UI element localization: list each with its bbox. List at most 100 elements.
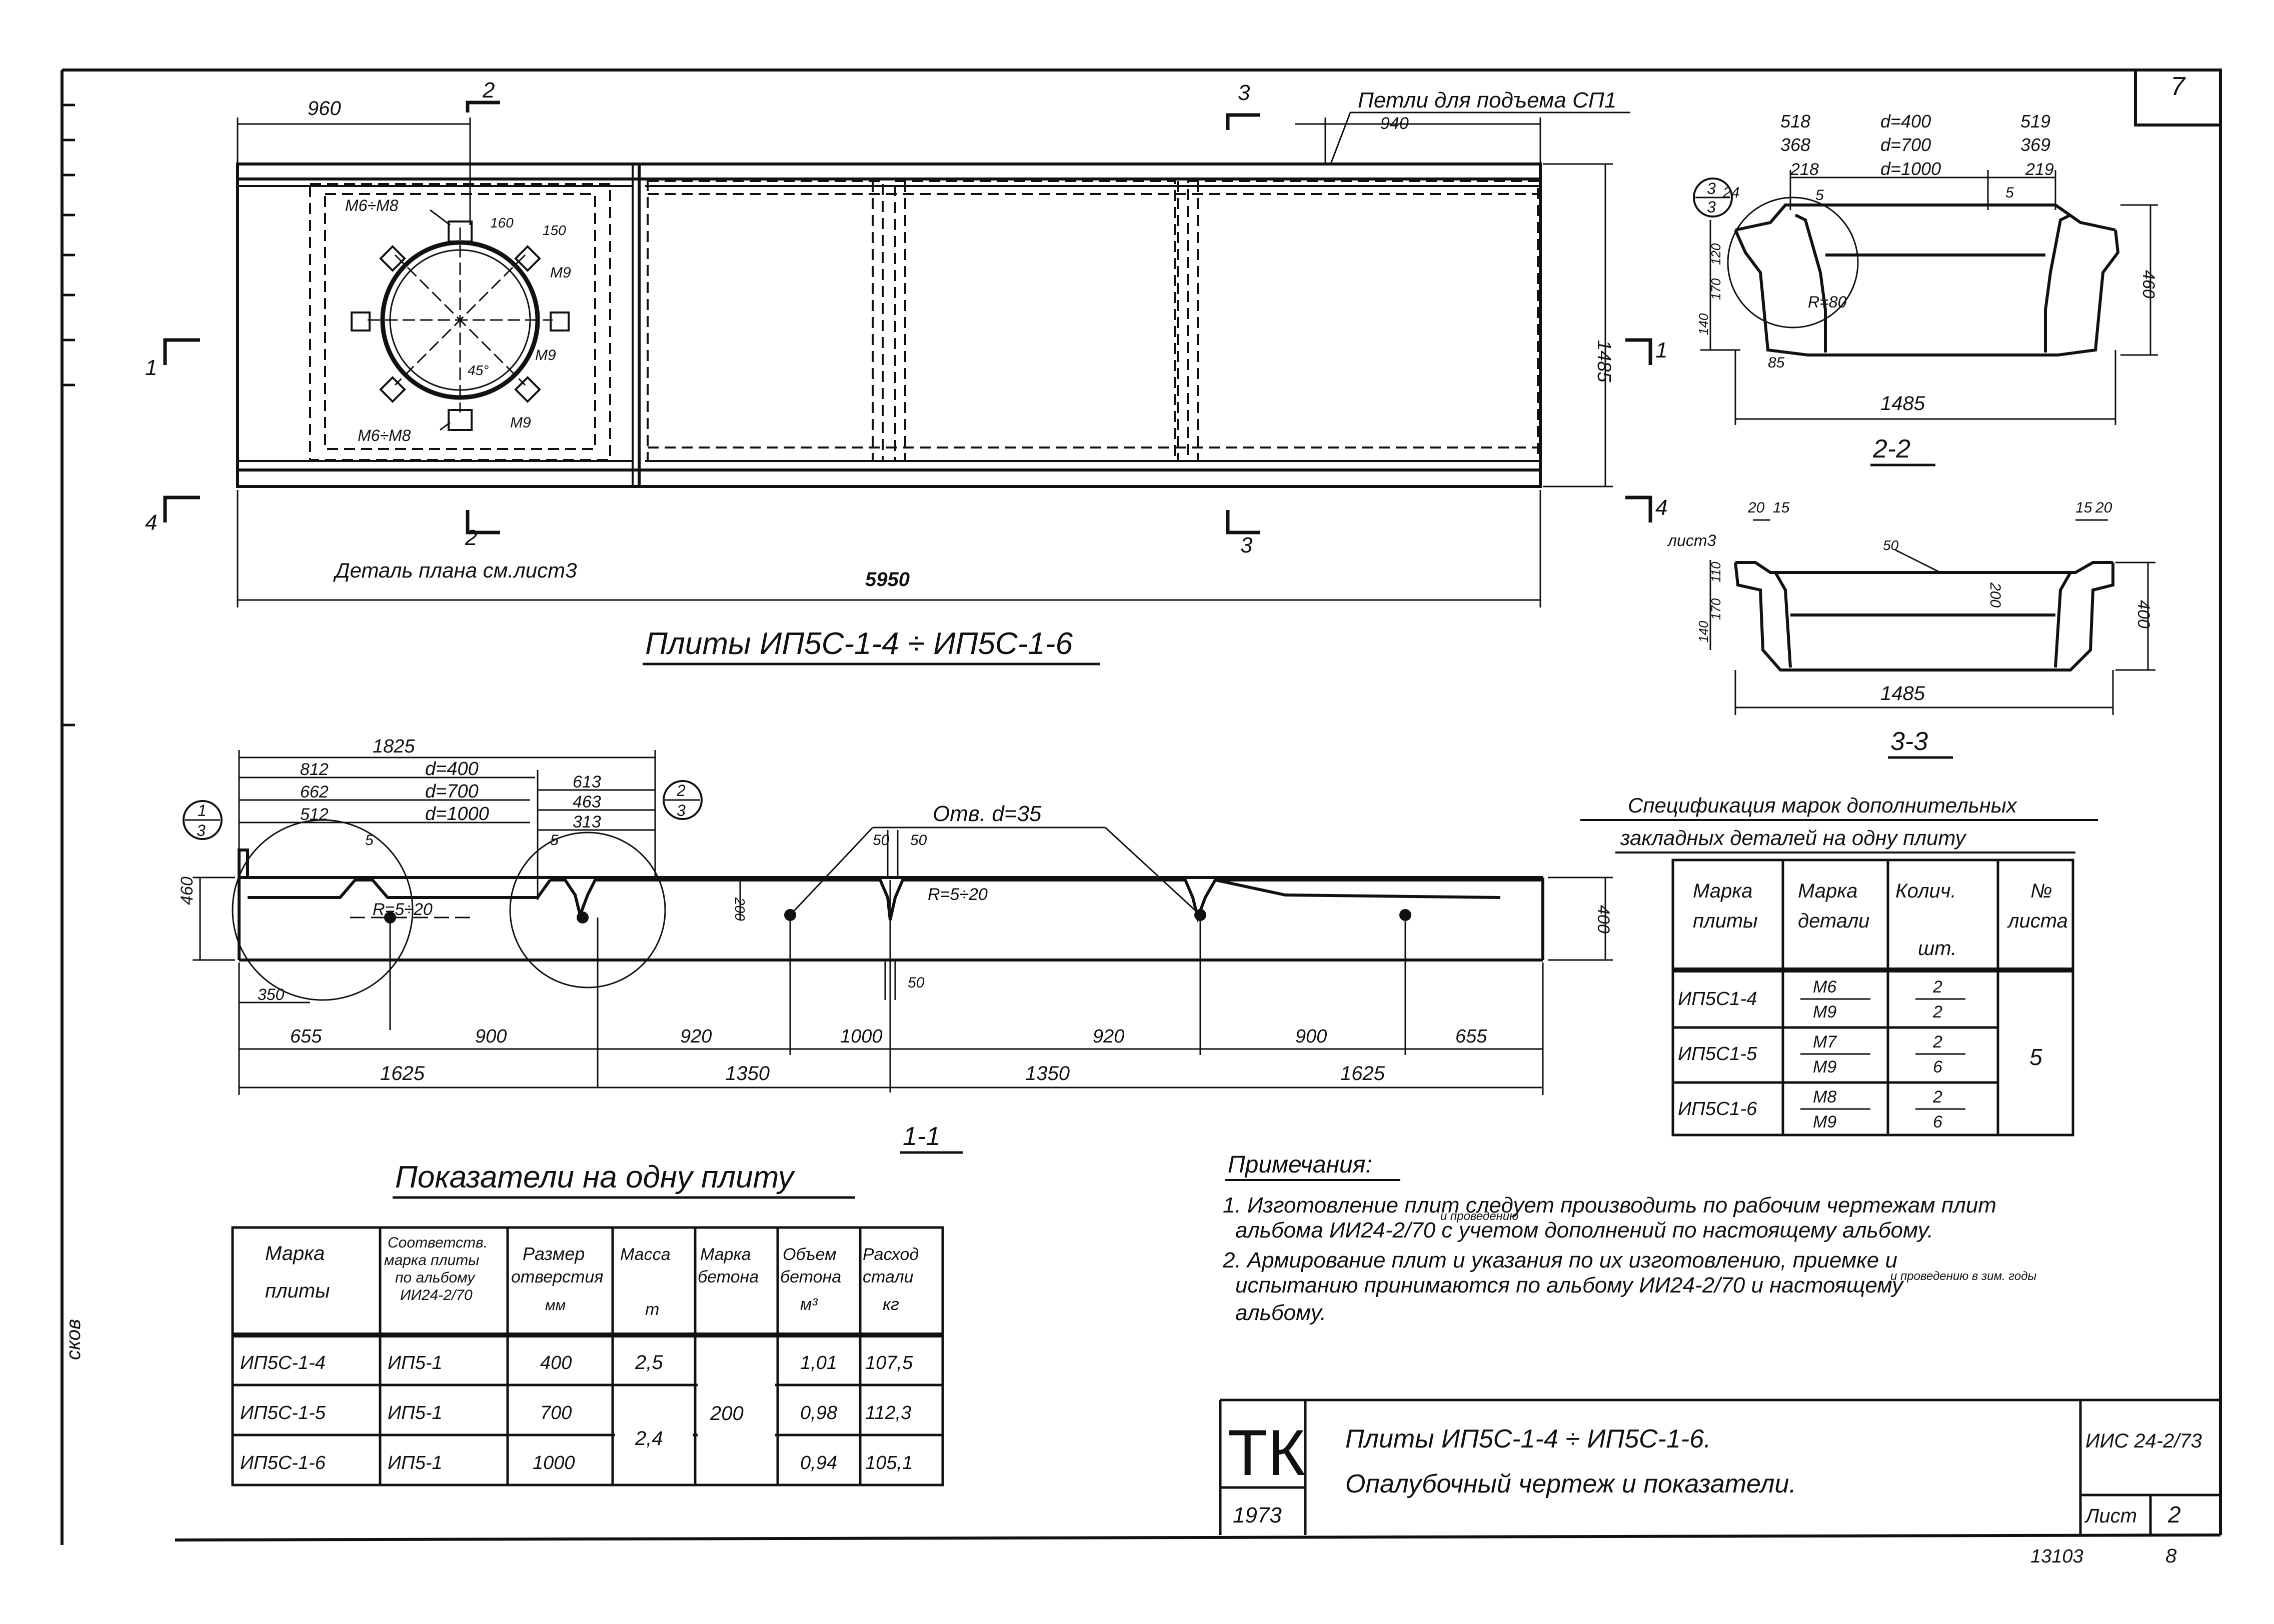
d1-1350a: 1350 [725, 1062, 770, 1084]
spec-row-2-part-b: М9 [1813, 1058, 1836, 1076]
d2-v120: 120 [1708, 243, 1723, 265]
bottom-code: 13103 [2030, 1546, 2083, 1567]
d1-d400: d=400 [425, 758, 479, 780]
note-line-2: альбома ИИ24-2/70 с учетом дополнений по… [1235, 1218, 1933, 1242]
ind-h7a: Расход [863, 1245, 919, 1264]
callout-1-3 [183, 800, 223, 840]
ind-h3b: отверстия [511, 1268, 603, 1286]
d1-d700: d=700 [425, 781, 479, 802]
d1-1825: 1825 [373, 736, 415, 757]
label-m6-m8-bottom: М6÷М8 [358, 426, 411, 444]
section-3-3: 20 15 15 20 50 200 400 1485 110 170 140 … [1667, 500, 2155, 759]
notes-title: Примечания: [1228, 1152, 1372, 1178]
ind-h5a: Марка [700, 1245, 751, 1264]
spec-row-1-part-a: М6 [1813, 978, 1836, 996]
ind-h3a: Размер [523, 1244, 585, 1264]
callout-1-3-bottom: 3 [197, 822, 206, 840]
spec-h-sheet: листа [2007, 910, 2068, 932]
ind-h5b: бетона [698, 1268, 759, 1286]
ind-row-2-steel: 112,3 [865, 1402, 911, 1424]
d1-h460: 460 [178, 876, 197, 905]
ind-h2d: ИИ24-2/70 [400, 1287, 473, 1304]
callout-2-3-bottom: 3 [677, 802, 686, 820]
ind-row-1-hole: 400 [540, 1352, 572, 1374]
label-m6-m8-top: М6÷М8 [345, 196, 399, 214]
spec-row-2-plate: ИП5С1-5 [1678, 1044, 1757, 1064]
ind-h6b: бетона [780, 1268, 841, 1286]
d3-v170: 170 [1708, 598, 1723, 620]
stamp-sheet-label: Лист [2084, 1505, 2137, 1527]
section-3-3-label: 3-3 [1890, 727, 1928, 756]
label-150: 150 [543, 222, 566, 238]
spec-h-plate: плиты [1693, 910, 1758, 932]
side-note: сков [63, 1319, 85, 1360]
spec-row-1-plate: ИП5С1-4 [1678, 988, 1757, 1010]
d1-900b: 900 [1295, 1026, 1327, 1047]
callout-3-3-bottom: 3 [1707, 198, 1716, 216]
spec-h-qty: Колич. [1895, 880, 1956, 902]
d2-218: 218 [1790, 160, 1819, 179]
note-handwritten-1: и проведению [1440, 1210, 1518, 1223]
note-line-5: альбому. [1235, 1300, 1326, 1325]
d1-463: 463 [573, 792, 601, 812]
d1-512: 512 [300, 805, 329, 824]
cut-marks [163, 100, 1652, 534]
d2-5b: 5 [2005, 184, 2014, 201]
spec-row-2-qty-a: 2 [1932, 1032, 1942, 1052]
ind-h2b: марка плиты [384, 1252, 479, 1268]
ind-concrete: 200 [710, 1402, 744, 1424]
d1-50c: 50 [908, 974, 925, 991]
plan-title: Плиты ИП5С-1-4 ÷ ИП5С-1-6 [645, 626, 1073, 661]
d3-15b: 15 [2075, 500, 2092, 516]
d2-v170: 170 [1708, 278, 1723, 300]
stamp-sheet-number: 2 [2167, 1502, 2181, 1528]
spec-row-3-part-b: М9 [1813, 1112, 1836, 1132]
d2-h460: 460 [2139, 270, 2158, 298]
ind-row-1-steel: 107,5 [865, 1352, 913, 1374]
cut-label-4-left: 4 [145, 510, 157, 535]
d1-5b: 5 [550, 832, 559, 848]
callout-3-3 [1693, 178, 1733, 218]
notes: Примечания: 1. Изготовление плит следует… [1222, 1152, 2037, 1325]
ind-h2a: Соответств. [388, 1234, 488, 1251]
label-m9-2: М9 [535, 347, 556, 364]
ind-h6a: Объем [783, 1245, 836, 1264]
ind-mass-2: 2,4 [635, 1428, 663, 1450]
d2-219: 219 [2025, 160, 2054, 179]
callout-1-3-top: 1 [198, 802, 207, 820]
spec-row-2-qty-b: 6 [1933, 1058, 1942, 1076]
spec-row-3-plate: ИП5С1-6 [1678, 1098, 1757, 1120]
callout-2-3 [663, 780, 703, 820]
ind-h4b: т [645, 1300, 659, 1319]
d1-hole-note: Отв. d=35 [933, 802, 1042, 826]
label-m9-1: М9 [550, 264, 571, 281]
d1-r-left: R=5÷20 [373, 900, 433, 919]
d3-20b: 20 [2095, 500, 2112, 516]
hole-markers [384, 909, 1411, 924]
title-block: ТК 1973 Плиты ИП5С-1-4 ÷ ИП5С-1-6. Опалу… [1219, 1398, 2220, 1567]
d3-h200: 200 [1987, 582, 2003, 608]
plan-ribs [309, 180, 1539, 462]
d1-613: 613 [573, 772, 601, 792]
indicators-table: Показатели на одну плиту Марка плиты Соо… [231, 1160, 944, 1486]
ind-h1a: Марка [265, 1242, 325, 1264]
section-2-2-label: 2-2 [1872, 434, 1910, 464]
spec-row-3-qty-a: 2 [1932, 1088, 1942, 1106]
section-2-2: 518 368 218 d=400 d=700 d=1000 519 369 2… [1693, 111, 2158, 466]
d1-h200: 200 [732, 897, 748, 921]
spec-title-line-1: Спецификация марок дополнительных [1628, 794, 2018, 817]
note-line-4: испытанию принимаются по альбому ИИ24-2/… [1235, 1273, 1904, 1298]
d1-50b: 50 [910, 832, 927, 848]
ind-row-2-mark: ИП5С-1-5 [240, 1402, 326, 1424]
cut-label-3-bottom: 3 [1240, 533, 1253, 558]
ind-mass-1: 2,5 [635, 1352, 663, 1374]
cut-label-1-right: 1 [1655, 338, 1667, 362]
d1-r-right: R=5÷20 [928, 885, 988, 904]
d1-1000: 1000 [840, 1026, 883, 1047]
d3-20a: 20 [1747, 500, 1765, 516]
d1-50a: 50 [873, 832, 890, 848]
d1-900a: 900 [475, 1026, 507, 1047]
cut-label-2-bottom: 2 [465, 526, 477, 550]
ind-h1b: плиты [265, 1280, 330, 1302]
